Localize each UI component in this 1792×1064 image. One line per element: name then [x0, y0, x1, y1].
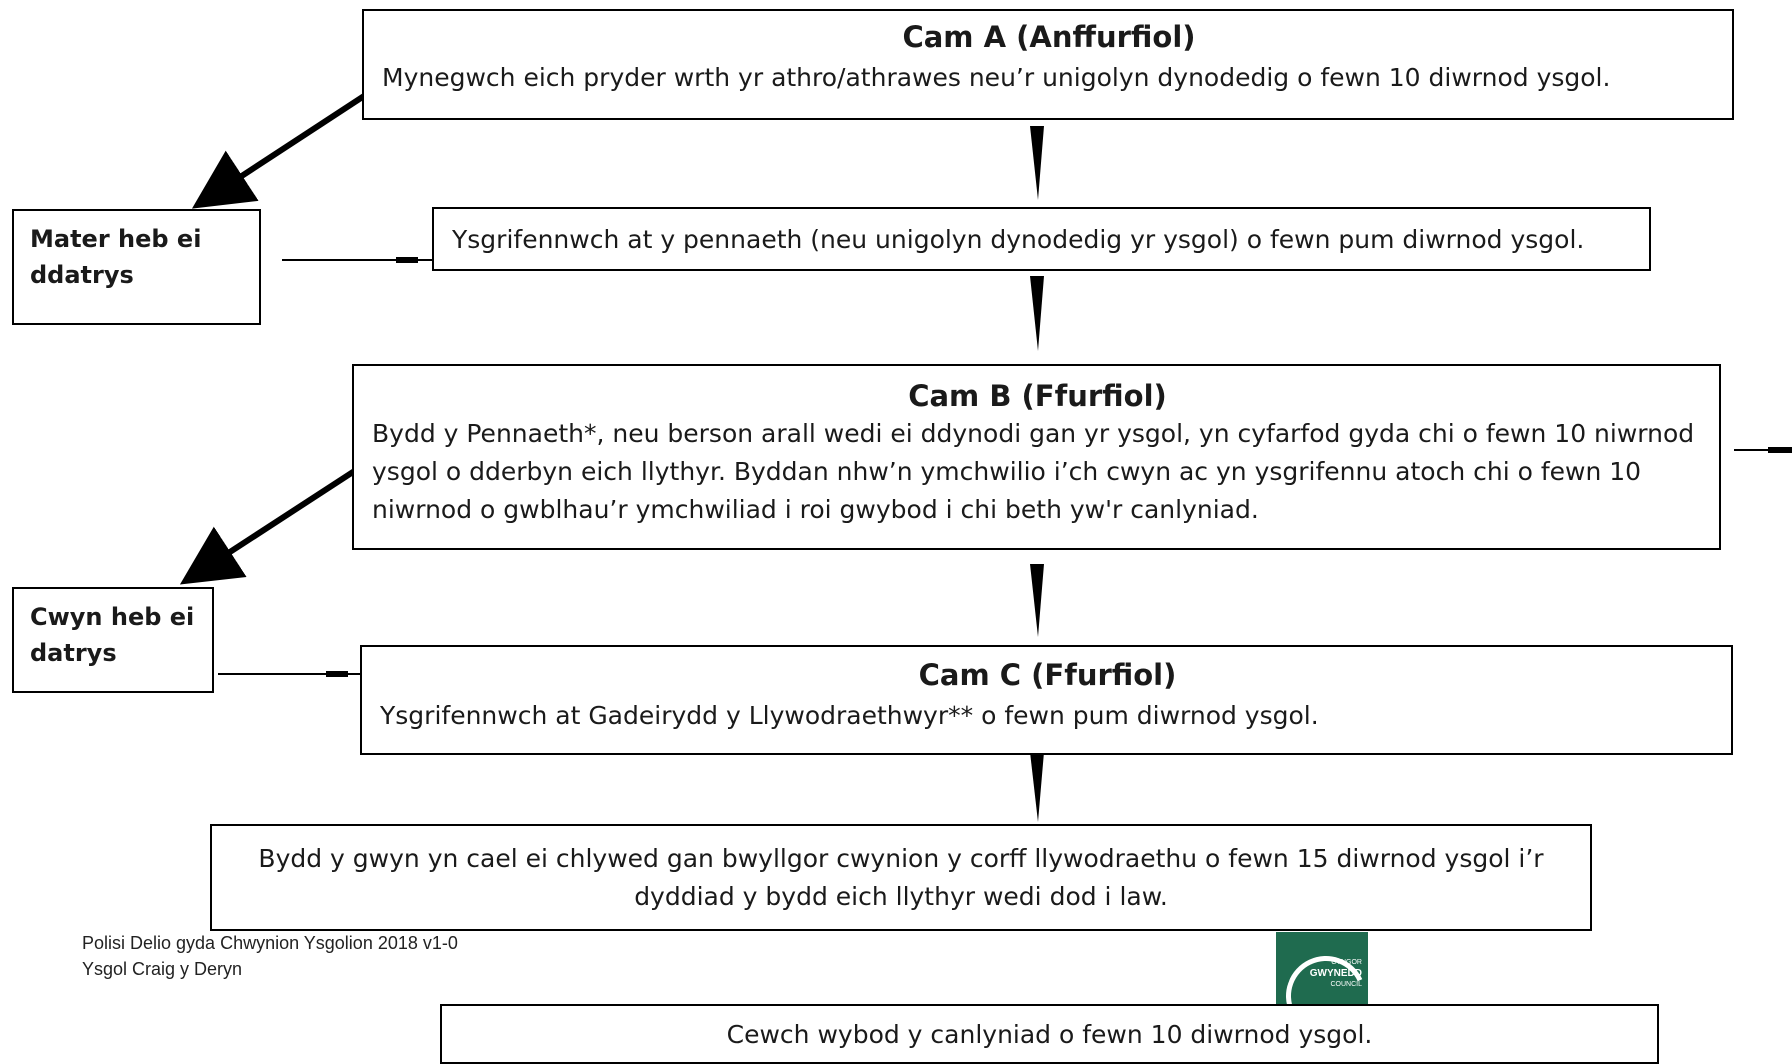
step-cam-b-text: Bydd y Pennaeth*, neu berson arall wedi … — [372, 419, 1695, 524]
link-marker-2 — [326, 671, 348, 677]
council-logo: CYNGOR GWYNEDD COUNCIL — [1276, 932, 1368, 1006]
step-cam-c-title: Cam C (Ffurfiol) — [918, 658, 1177, 692]
step-cam-c-text: Ysgrifennwch at Gadeirydd y Llywodraethw… — [380, 701, 1319, 730]
step-committee-box: Bydd y gwyn yn cael ei chlywed gan bwyll… — [210, 824, 1592, 931]
step-write-head-text: Ysgrifennwch at y pennaeth (neu unigolyn… — [452, 225, 1585, 254]
step-committee-text: Bydd y gwyn yn cael ei chlywed gan bwyll… — [258, 844, 1544, 911]
down-connector-d — [1030, 752, 1044, 822]
step-cam-c-box: Cam C (Ffurfiol) Ysgrifennwch at Gadeiry… — [360, 645, 1733, 755]
side-note-complaint-unresolved-text: Cwyn heb ei datrys — [30, 603, 195, 667]
side-note-matter-unresolved: Mater heb ei ddatrys — [12, 209, 261, 325]
step-cam-a-box: Cam A (Anffurfiol) Mynegwch eich pryder … — [362, 9, 1734, 120]
link-marker-3 — [1768, 447, 1792, 453]
step-cam-a-title: Cam A (Anffurfiol) — [902, 20, 1196, 54]
logo-lettering: CYNGOR GWYNEDD COUNCIL — [1310, 958, 1362, 990]
side-note-complaint-unresolved: Cwyn heb ei datrys — [12, 587, 214, 693]
step-outcome-text: Cewch wybod y canlyniad o fewn 10 diwrno… — [726, 1020, 1373, 1049]
logo-line-2: GWYNEDD — [1309, 968, 1362, 979]
step-cam-b-title: Cam B (Ffurfiol) — [908, 379, 1167, 413]
down-connector-b — [1030, 276, 1044, 351]
side-note-matter-unresolved-text: Mater heb ei ddatrys — [30, 225, 202, 289]
down-connector-c — [1030, 564, 1044, 637]
arrow-to-complaint-unresolved — [179, 467, 358, 585]
step-cam-b-box: Cam B (Ffurfiol) Bydd y Pennaeth*, neu b… — [352, 364, 1721, 550]
link-marker-1 — [396, 257, 418, 263]
arrow-to-matter-unresolved — [191, 93, 366, 209]
footer-school-line: Ysgol Craig y Deryn — [82, 959, 243, 979]
footer-policy-line: Polisi Delio gyda Chwynion Ysgolion 2018… — [82, 933, 458, 953]
down-connector-a — [1030, 126, 1044, 200]
step-outcome-box: Cewch wybod y canlyniad o fewn 10 diwrno… — [440, 1004, 1659, 1064]
step-write-head-box: Ysgrifennwch at y pennaeth (neu unigolyn… — [432, 207, 1651, 271]
step-cam-a-text: Mynegwch eich pryder wrth yr athro/athra… — [382, 63, 1611, 92]
logo-line-1: CYNGOR — [1331, 959, 1362, 966]
logo-line-3: COUNCIL — [1330, 981, 1362, 988]
document-footer: Polisi Delio gyda Chwynion Ysgolion 2018… — [82, 930, 458, 982]
